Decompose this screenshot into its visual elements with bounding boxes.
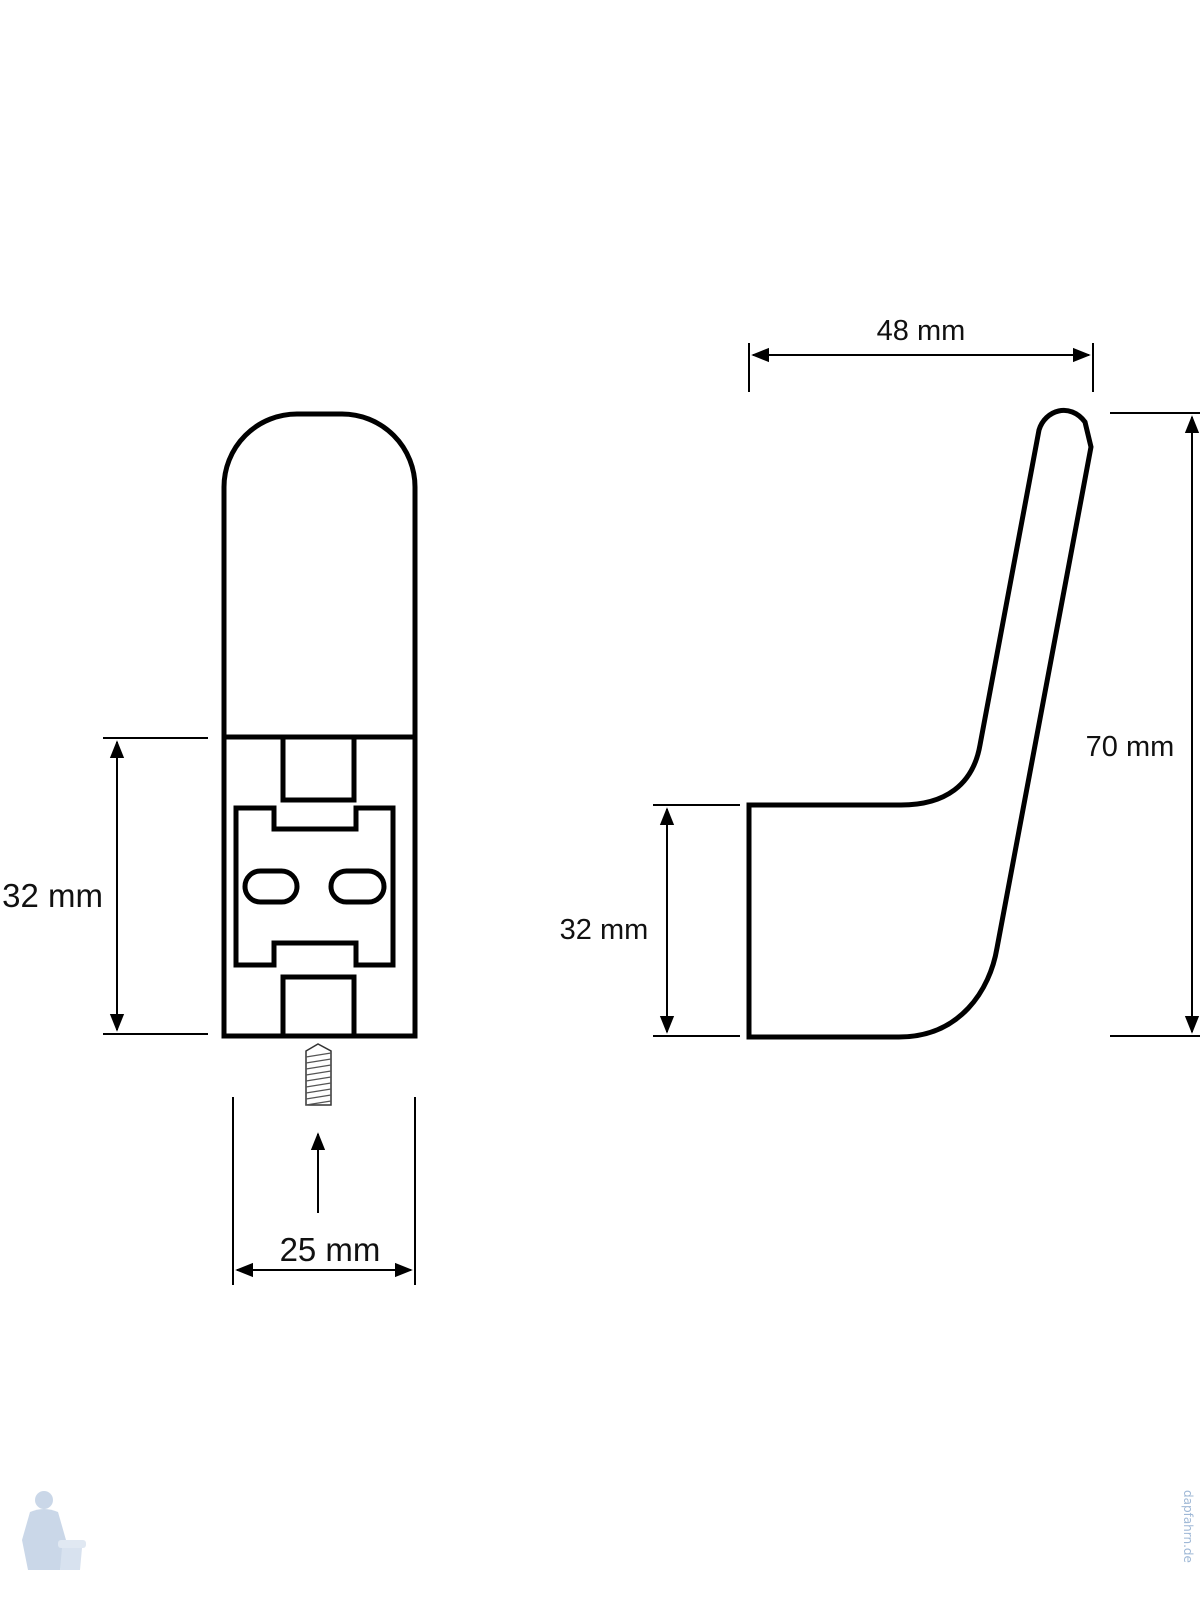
plumber-mascot-logo [22, 1491, 86, 1570]
front-width-label: 25 mm [280, 1231, 381, 1268]
screw-slot-left [242, 868, 300, 905]
front-view: 32 mm 25 mm [2, 411, 418, 1285]
side-height-label: 70 mm [1086, 731, 1175, 763]
svg-text:dapfahrn.de: dapfahrn.de [1181, 1490, 1195, 1563]
side-height-dimension: 70 mm [1086, 412, 1200, 1037]
side-view: 48 mm 70 mm 32 mm [560, 315, 1200, 1040]
front-height-dimension: 32 mm [2, 737, 208, 1035]
hook-profile-outline [746, 408, 1094, 1040]
lower-tab [280, 974, 357, 1039]
front-height-label: 32 mm [2, 877, 103, 914]
upper-tab [280, 734, 357, 803]
hook-cover-outline [221, 411, 418, 740]
mounting-bracket [233, 805, 396, 968]
screw-slot-right [328, 868, 387, 905]
screw-icon [305, 1043, 332, 1106]
side-depth-dimension: 48 mm [748, 315, 1094, 392]
side-depth-label: 48 mm [877, 315, 966, 347]
side-base-height-dimension: 32 mm [560, 804, 740, 1037]
front-width-dimension: 25 mm [232, 1097, 416, 1285]
watermark-text-vertical: dapfahrn.de [1181, 1490, 1195, 1563]
side-base-height-label: 32 mm [560, 914, 649, 946]
